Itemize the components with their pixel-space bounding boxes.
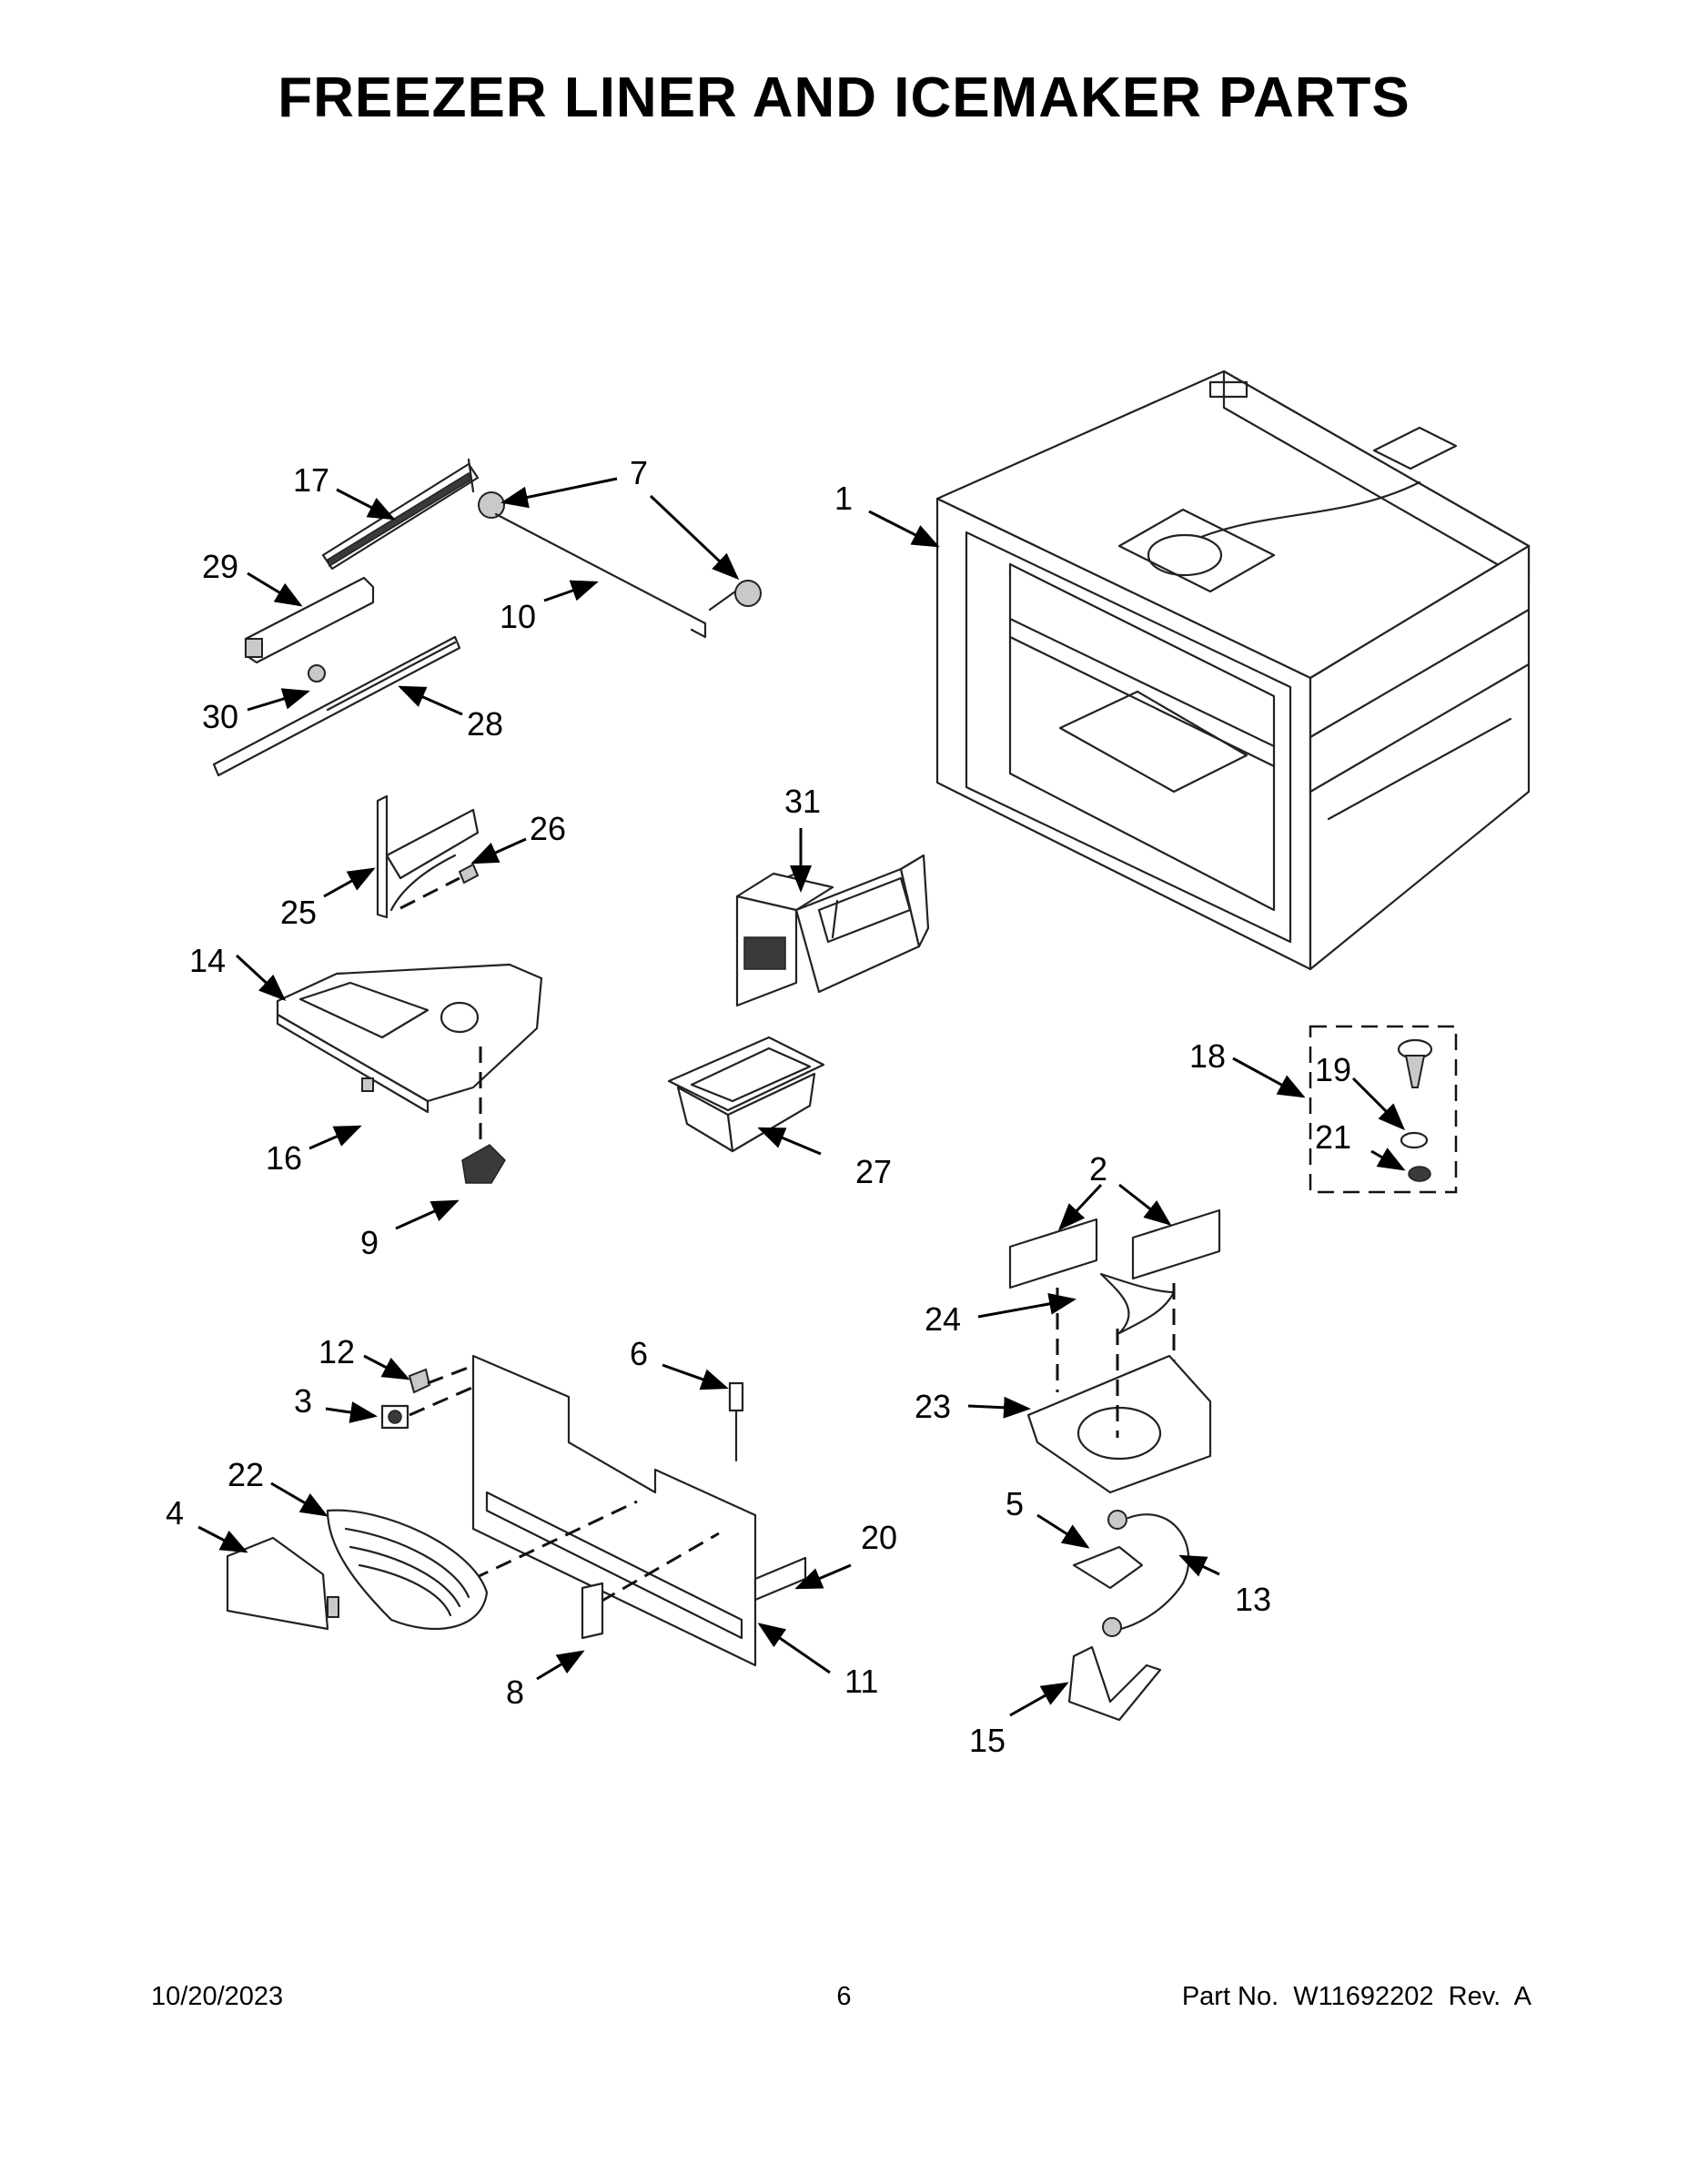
callout-7: 7: [630, 454, 648, 491]
damper-screw-parts: [380, 1363, 483, 1430]
kit-box-parts: [1309, 1025, 1458, 1194]
callout-10: 10: [500, 598, 536, 635]
callout-20: 20: [861, 1519, 897, 1556]
callout-13: 13: [1235, 1581, 1271, 1618]
slide-rail-parts: [212, 576, 461, 777]
grille-parts: [226, 1509, 489, 1631]
callout-19: 19: [1315, 1051, 1351, 1088]
callout-16: 16: [266, 1139, 302, 1177]
bracket-parts: [376, 794, 480, 919]
callout-2: 2: [1089, 1150, 1107, 1188]
callout-leaders: [197, 477, 1406, 1717]
ice-chute-parts: [276, 963, 543, 1184]
misc-small-parts: [581, 1381, 807, 1640]
footer-part-number: Part No. W11692202 Rev. A: [1181, 1982, 1531, 2011]
callout-24: 24: [925, 1300, 961, 1338]
callout-1: 1: [834, 480, 853, 517]
icemaker-assembly-part: [735, 854, 930, 1007]
footer-page-number: 6: [836, 1982, 852, 2011]
callout-6: 6: [630, 1335, 648, 1372]
evaporator-fan-parts: [1008, 1208, 1221, 1722]
callout-31: 31: [784, 783, 821, 820]
callout-30: 30: [202, 698, 238, 735]
callout-26: 26: [530, 810, 566, 847]
freezer-liner-part: [935, 369, 1531, 971]
callout-29: 29: [202, 548, 238, 585]
callout-28: 28: [467, 705, 503, 743]
callout-27: 27: [855, 1153, 892, 1190]
back-panel-part: [471, 1354, 757, 1667]
callout-17: 17: [293, 461, 329, 499]
callout-3: 3: [294, 1382, 312, 1420]
callout-15: 15: [969, 1722, 1006, 1759]
callout-25: 25: [280, 894, 317, 931]
callout-5: 5: [1006, 1485, 1024, 1522]
upper-rail-parts: [321, 458, 762, 639]
callout-21: 21: [1315, 1118, 1351, 1156]
footer-date: 10/20/2023: [151, 1982, 284, 2011]
callout-14: 14: [189, 942, 226, 979]
callout-4: 4: [166, 1494, 184, 1532]
ice-bin-part: [667, 1036, 825, 1153]
callout-12: 12: [318, 1333, 355, 1370]
page-title: FREEZER LINER AND ICEMAKER PARTS: [278, 66, 1410, 129]
callout-18: 18: [1189, 1037, 1226, 1075]
callout-23: 23: [915, 1388, 951, 1425]
callout-11: 11: [844, 1663, 878, 1700]
callout-9: 9: [360, 1224, 379, 1261]
callout-8: 8: [506, 1673, 524, 1711]
callout-22: 22: [227, 1456, 264, 1493]
callout-labels: 1 2 3 4 5 6 7 8 9 10 11 12 13 14 15 16 1…: [166, 454, 1351, 1759]
